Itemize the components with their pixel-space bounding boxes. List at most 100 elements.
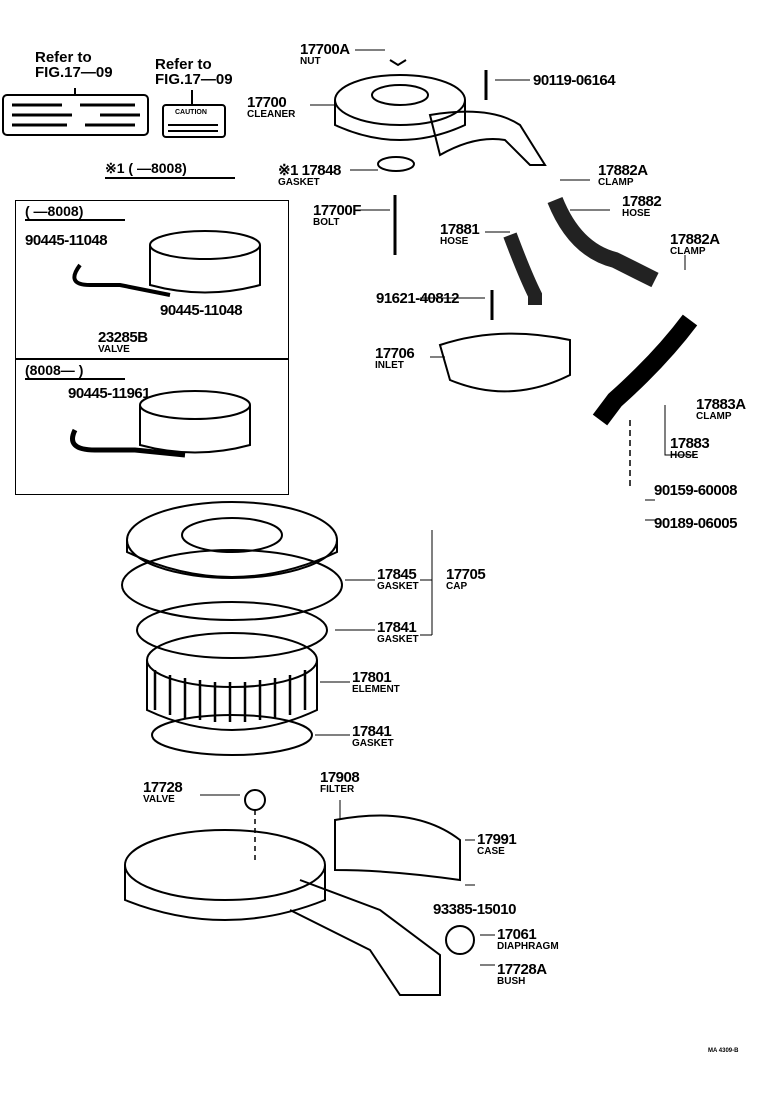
part-number: 90189-06005 bbox=[654, 515, 737, 532]
filter-element bbox=[146, 632, 318, 731]
part-number: 17908 bbox=[320, 769, 360, 786]
part-name: HOSE bbox=[440, 236, 469, 247]
part-name: BOLT bbox=[313, 217, 340, 228]
part-name: GASKET bbox=[377, 634, 419, 645]
diaphragm bbox=[445, 925, 475, 955]
part-name: FILTER bbox=[320, 784, 355, 795]
part-name: GASKET bbox=[352, 738, 394, 749]
air-cleaner-cap bbox=[126, 501, 338, 579]
part-number: 93385-15010 bbox=[433, 901, 516, 918]
part-name: HOSE bbox=[622, 208, 651, 219]
part-label: 93385-15010 bbox=[433, 902, 516, 917]
refer-text: Refer to bbox=[35, 49, 92, 66]
part-label: 90159-60008 bbox=[654, 483, 737, 498]
part-name: NUT bbox=[300, 56, 321, 67]
part-label: 90119-06164 bbox=[533, 72, 616, 89]
part-name: CLAMP bbox=[670, 246, 706, 257]
part-number: 17700A bbox=[300, 41, 350, 58]
part-number: 17841 bbox=[352, 723, 392, 740]
part-name: CAP bbox=[446, 581, 468, 592]
part-number: 17705 bbox=[446, 566, 486, 583]
part-number: 17801 bbox=[352, 669, 392, 686]
part-number: 90159-60008 bbox=[654, 482, 737, 499]
part-name: VALVE bbox=[143, 794, 175, 805]
part-number: 91621-40812 bbox=[376, 290, 459, 307]
gasket-17845 bbox=[121, 549, 343, 621]
part-number: 90445-11961 bbox=[68, 385, 151, 402]
part-name: ELEMENT bbox=[352, 684, 400, 695]
part-name: VALVE bbox=[98, 344, 130, 355]
gasket-17841-lower bbox=[151, 714, 313, 756]
part-label: 90189-06005 bbox=[654, 516, 737, 531]
refer-text: Refer to bbox=[155, 56, 212, 73]
part-name: CLAMP bbox=[696, 411, 732, 422]
part-number: 17061 bbox=[497, 926, 537, 943]
part-number: 17882A bbox=[598, 162, 648, 179]
part-name: HOSE bbox=[670, 450, 699, 461]
part-number: 17700 bbox=[247, 94, 287, 111]
part-name: CASE bbox=[477, 846, 505, 857]
part-number: 90445-11048 bbox=[25, 232, 108, 249]
part-number: ※1 17848 bbox=[278, 162, 341, 179]
gasket-17848 bbox=[377, 156, 415, 172]
part-number: 23285B bbox=[98, 329, 148, 346]
part-name: DIAPHRAGM bbox=[497, 941, 559, 952]
part-number: 17728A bbox=[497, 961, 547, 978]
variant-box-after-8008 bbox=[15, 358, 289, 495]
part-number: 17882 bbox=[622, 193, 662, 210]
part-name: GASKET bbox=[377, 581, 419, 592]
part-name: BUSH bbox=[497, 976, 526, 987]
part-number: 90119-06164 bbox=[533, 72, 616, 89]
part-number: 17881 bbox=[440, 221, 480, 238]
group-title: ※1 ( —8008) bbox=[105, 160, 235, 179]
caution-sticker bbox=[162, 104, 226, 138]
part-number: 17706 bbox=[375, 345, 415, 362]
part-number: 17728 bbox=[143, 779, 183, 796]
part-number: 17882A bbox=[670, 231, 720, 248]
figure-ref: FIG.17—09 bbox=[155, 71, 233, 88]
part-number: 17883 bbox=[670, 435, 710, 452]
part-number: 17841 bbox=[377, 619, 417, 636]
hose-17881 bbox=[503, 232, 542, 305]
air-cleaner-housing bbox=[124, 814, 461, 996]
part-number: 17991 bbox=[477, 831, 517, 848]
caution-text: CAUTION bbox=[175, 109, 207, 116]
air-cleaner-top bbox=[334, 59, 547, 166]
part-number: 17845 bbox=[377, 566, 417, 583]
box1-header: ( —8008) bbox=[25, 203, 125, 221]
part-label: 90445-11048 bbox=[160, 303, 243, 318]
part-number: 17883A bbox=[696, 396, 746, 413]
part-name: CLEANER bbox=[247, 109, 296, 120]
hose-17883 bbox=[592, 314, 698, 426]
part-number: 17700F bbox=[313, 202, 361, 219]
part-label: 90445-11048 bbox=[25, 232, 108, 249]
hose-17882 bbox=[547, 196, 659, 288]
figure-code: MA 4309-B bbox=[708, 1048, 739, 1054]
part-label: 91621-40812 bbox=[376, 291, 459, 306]
